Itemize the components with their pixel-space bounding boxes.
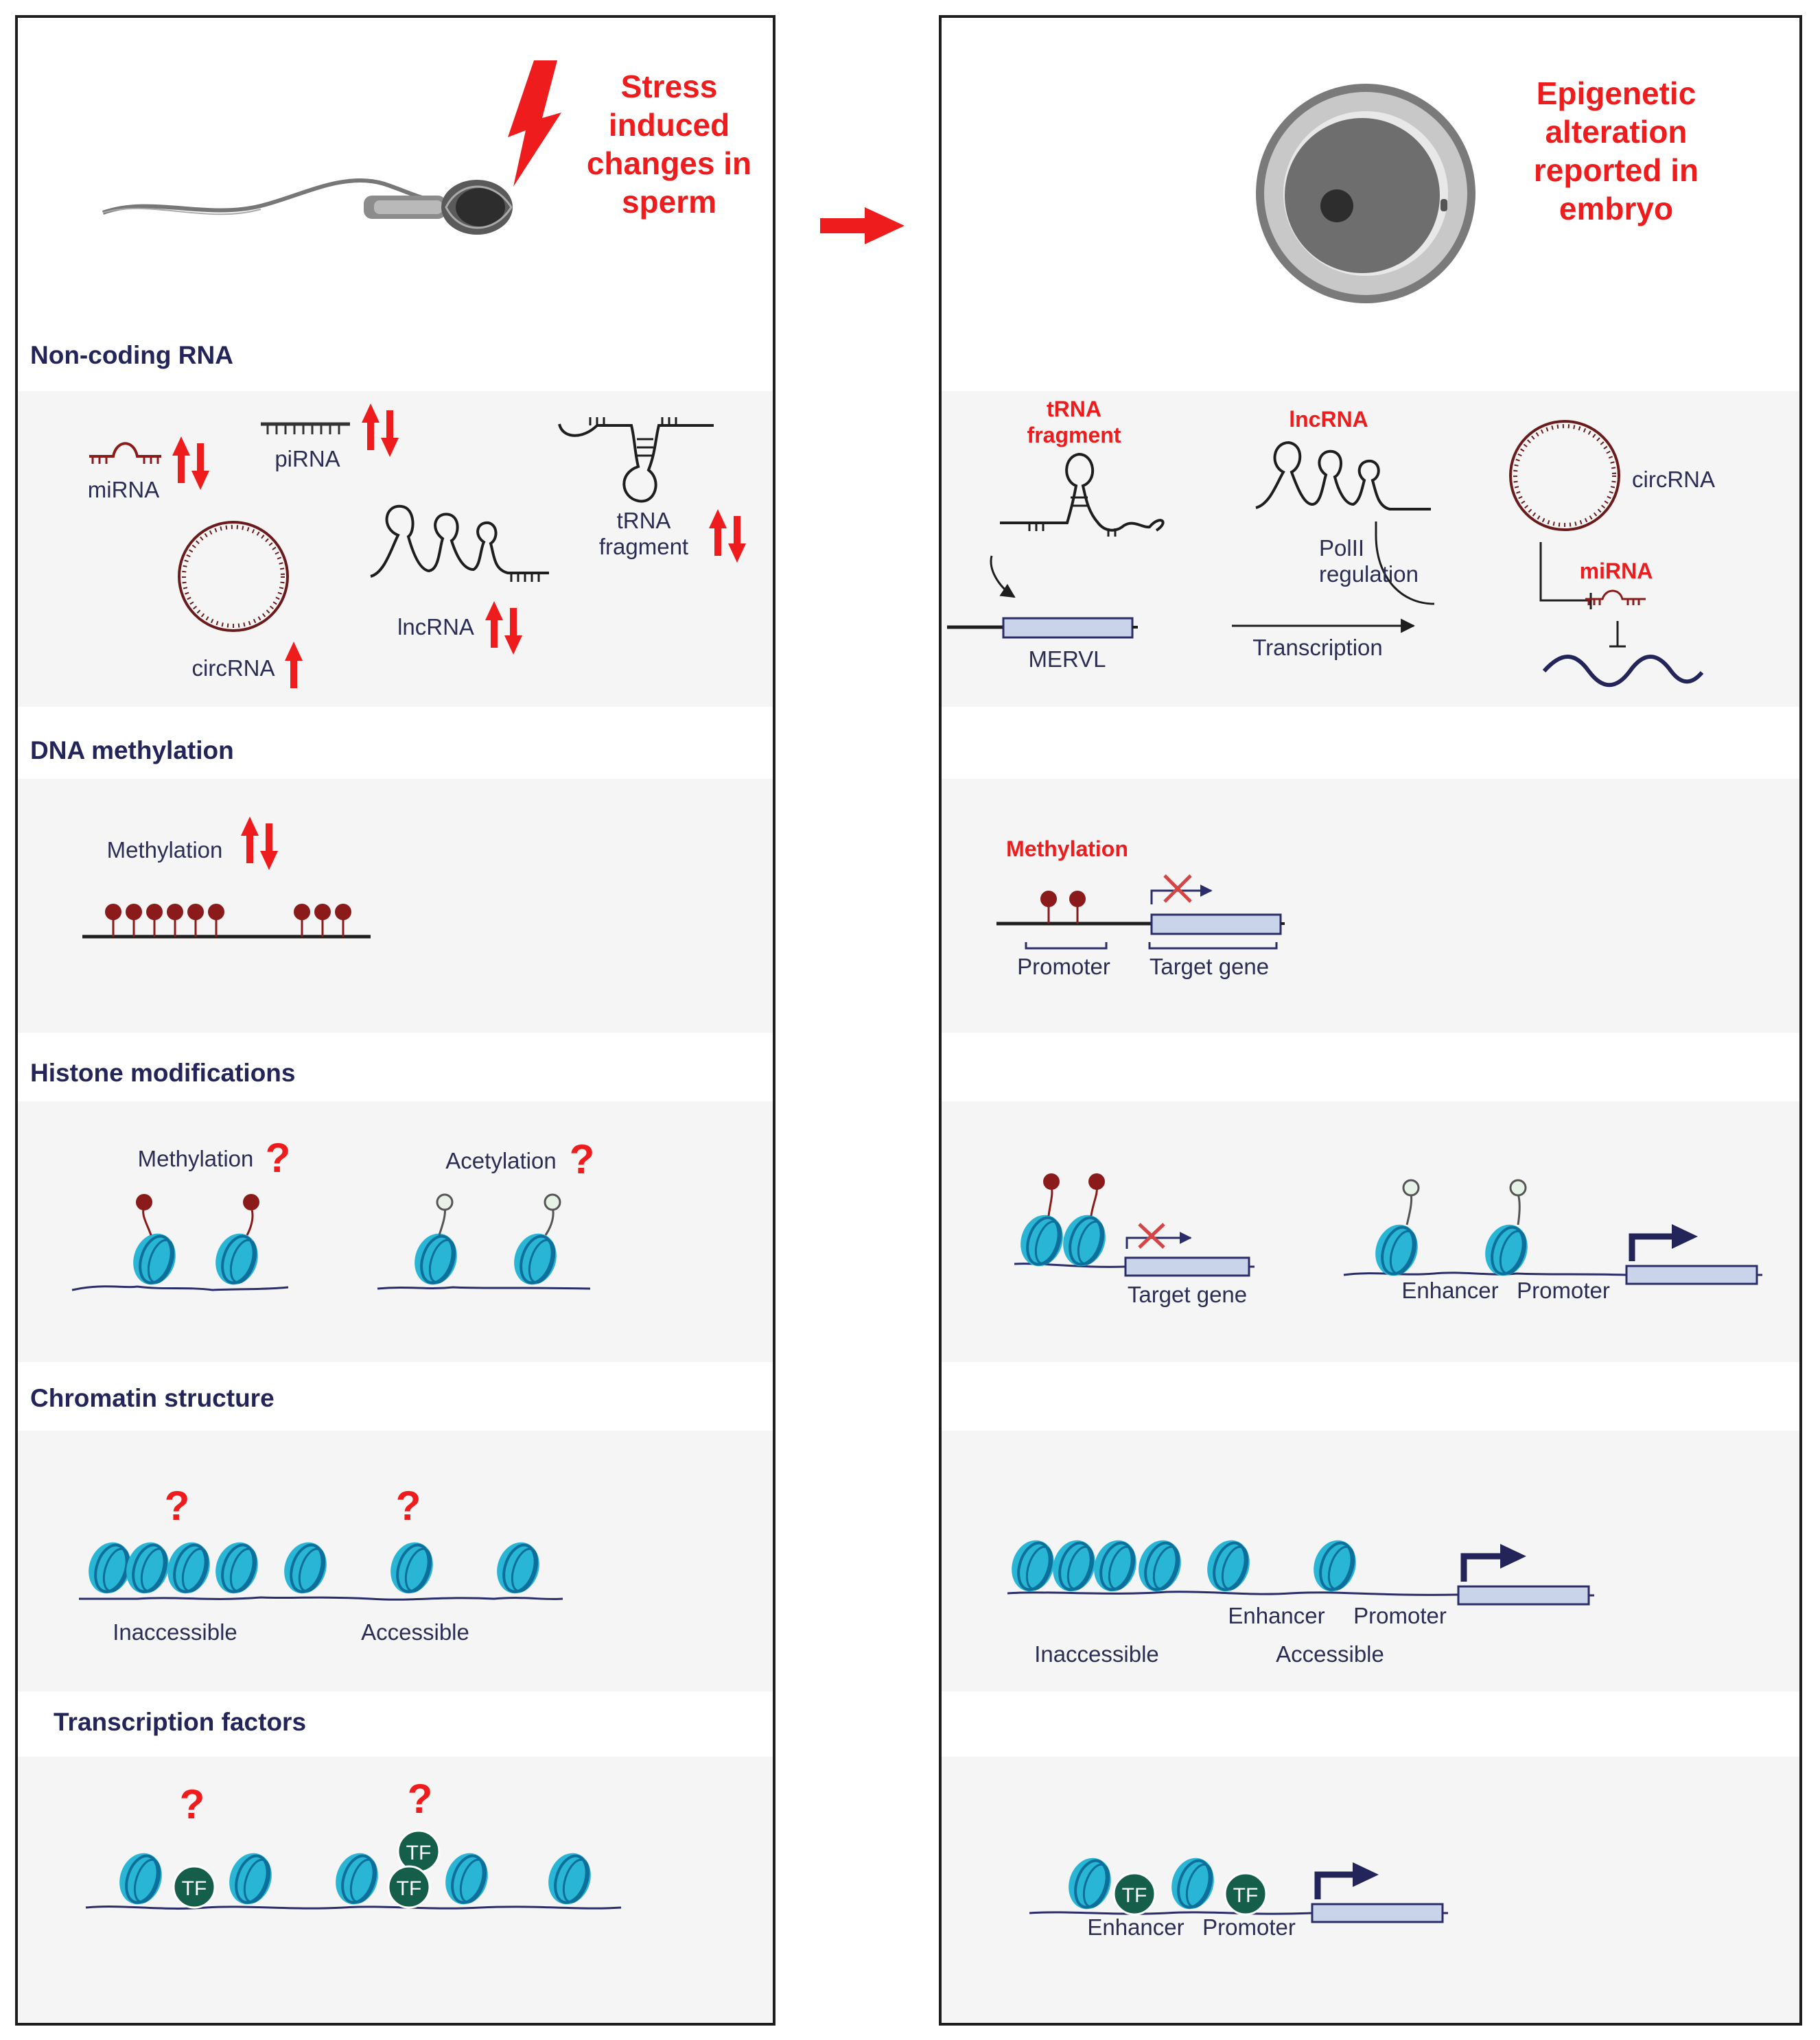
left-title-line: Stress	[621, 69, 718, 104]
label-target-gene: Target gene	[1128, 1282, 1247, 1307]
section-heading-dna-methylation: DNA methylation	[30, 736, 234, 764]
lncrna-icon	[1255, 441, 1431, 511]
right-title: Epigenetic alteration reported in embryo	[1534, 75, 1699, 226]
label-lncrna: lncRNA	[397, 614, 474, 640]
tf-label: TF	[1122, 1884, 1147, 1907]
label-trna-line: fragment	[1027, 423, 1121, 447]
trna-fragment-icon	[1000, 452, 1165, 537]
section-heading-histone: Histone modifications	[30, 1059, 295, 1087]
label-mirna: miRNA	[88, 477, 160, 502]
label-target-gene: Target gene	[1150, 954, 1269, 979]
label-methylation: Methylation	[1006, 836, 1128, 861]
label-promoter: Promoter	[1202, 1914, 1296, 1940]
question-mark: ?	[180, 1781, 205, 1827]
right-title-line: reported in	[1534, 152, 1699, 188]
label-promoter: Promoter	[1517, 1278, 1610, 1303]
question-mark: ?	[266, 1135, 291, 1181]
question-mark: ?	[396, 1483, 421, 1529]
question-mark: ?	[165, 1483, 190, 1529]
left-tf-group: ? ? TF TF TF	[85, 1776, 622, 1912]
right-ncrna-group: tRNA fragment MERVL lncRNA PolII regulat…	[947, 397, 1715, 688]
pirna-icon	[261, 422, 350, 434]
label-pirna: piRNA	[275, 446, 340, 471]
label-enhancer: Enhancer	[1087, 1914, 1184, 1940]
section-heading-tf: Transcription factors	[54, 1708, 306, 1736]
label-mervl: MERVL	[1028, 646, 1106, 672]
left-panel-frame	[15, 15, 775, 2026]
label-enhancer: Enhancer	[1228, 1603, 1325, 1628]
label-trna-line: tRNA	[617, 508, 671, 533]
label-promoter: Promoter	[1017, 954, 1110, 979]
tf-label: TF	[397, 1877, 422, 1900]
left-ncrna-group: miRNA piRNA tRNA fragment circ	[88, 403, 746, 688]
left-title-line: sperm	[622, 184, 716, 220]
right-title-line: embryo	[1559, 191, 1673, 226]
label-histone-methylation: Methylation	[138, 1146, 254, 1171]
section-heading-ncrna: Non-coding RNA	[30, 341, 233, 369]
embryo-icon	[1256, 84, 1475, 303]
tf-label: TF	[182, 1877, 207, 1900]
mirna-icon	[89, 442, 161, 464]
label-trna-line: fragment	[599, 534, 688, 559]
label-lncrna: lncRNA	[1289, 407, 1368, 432]
label-trna-line: tRNA	[1047, 397, 1101, 421]
label-methylation: Methylation	[107, 837, 223, 863]
left-histone-group: Methylation ? Acetylation ?	[71, 1135, 595, 1292]
label-mirna: miRNA	[1580, 559, 1653, 583]
label-accessible: Accessible	[361, 1619, 469, 1645]
sperm-icon	[102, 178, 513, 235]
right-panel-frame	[939, 15, 1802, 2026]
left-title: Stress induced changes in sperm	[587, 69, 751, 220]
lncrna-icon	[370, 504, 549, 582]
right-dna-methylation-group: Methylation Promoter Target gene	[996, 836, 1285, 979]
label-circrna: circRNA	[192, 655, 275, 681]
left-dna-methylation-group: Methylation	[82, 817, 371, 939]
section-heading-chromatin: Chromatin structure	[30, 1384, 275, 1412]
left-title-line: changes in	[587, 145, 751, 181]
right-histone-group: Target gene Enhancer Promoter	[1012, 1173, 1762, 1307]
left-title-line: induced	[609, 107, 730, 143]
right-title-line: alteration	[1545, 114, 1687, 150]
mirna-icon	[1585, 589, 1646, 605]
label-circrna: circRNA	[1632, 467, 1715, 492]
right-tf-group: TF TF Enhancer Promoter	[1029, 1851, 1448, 1940]
label-inaccessible: Inaccessible	[113, 1619, 237, 1645]
lightning-icon	[508, 60, 561, 187]
right-title-line: Epigenetic	[1537, 75, 1696, 111]
left-chromatin-group: ? ? Inaccessible Accessible	[79, 1483, 563, 1645]
label-promoter: Promoter	[1353, 1603, 1447, 1628]
tf-label: TF	[1233, 1884, 1259, 1907]
label-histone-acetylation: Acetylation	[445, 1148, 556, 1173]
arrow-right-icon	[820, 207, 905, 244]
right-chromatin-group: Enhancer Promoter Inaccessible Accessibl…	[1003, 1533, 1594, 1667]
label-accessible: Accessible	[1276, 1641, 1384, 1667]
trna-fragment-icon	[558, 417, 714, 503]
label-transcription: Transcription	[1252, 635, 1383, 660]
question-mark: ?	[408, 1776, 433, 1822]
label-inaccessible: Inaccessible	[1034, 1641, 1159, 1667]
label-enhancer: Enhancer	[1401, 1278, 1498, 1303]
question-mark: ?	[570, 1136, 595, 1182]
tf-label: TF	[406, 1842, 432, 1864]
label-polii: PolII	[1319, 535, 1364, 561]
background-bands	[18, 391, 1799, 2024]
label-polii: regulation	[1319, 561, 1419, 587]
